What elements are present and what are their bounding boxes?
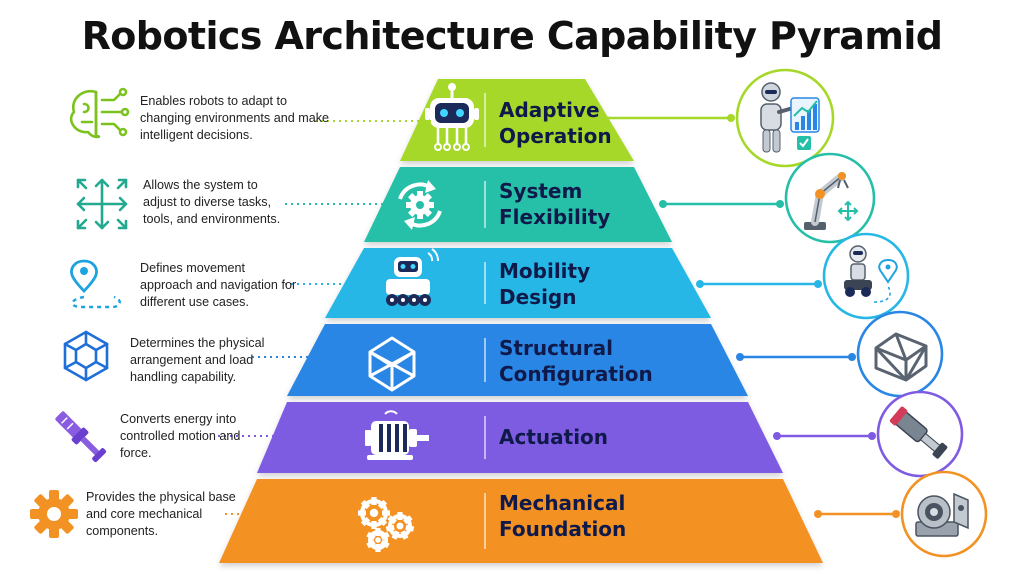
connector-dot [598,114,606,122]
layer-label-actuation: Actuation [499,425,609,449]
illustration-circle [784,152,876,244]
linear-actuator-illustration [889,406,948,459]
brain-circuit-icon [69,87,130,139]
layer-description-actuation: Converts energy into controlled motion a… [120,412,241,460]
layer-description-mobility: Defines movement approach and navigation… [140,261,297,309]
connector-dot [848,353,856,361]
connector-dot [696,280,704,288]
layer-label-adaptive: Adaptive Operation [499,98,612,148]
connector-dot [892,510,900,518]
gears-icon [358,497,415,552]
connector-dot [736,353,744,361]
connector-dot [814,510,822,518]
connector-dot [727,114,735,122]
layer-description-mechanical: Provides the physical base and core mech… [86,490,236,538]
layer-description-adaptive: Enables robots to adapt to changing envi… [140,94,330,142]
layer-label-mobility: Mobility Design [499,259,591,309]
four-arrows-icon [76,178,128,230]
page-title: Robotics Architecture Capability Pyramid [81,14,943,58]
actuator-piston-icon [55,411,107,463]
hexagon-cube-icon [63,330,109,382]
connector-dot [868,432,876,440]
rover-robot-illustration [844,245,898,303]
layer-label-mechanical: Mechanical Foundation [499,491,627,541]
gear-icon [30,490,78,538]
band-system-flexibility [364,167,672,242]
frame-cube-icon [368,336,416,392]
connector-dot [776,200,784,208]
connector-dot [659,200,667,208]
connector-dot [814,280,822,288]
map-pin-path-icon [70,259,121,309]
robotic-arm-illustration [804,172,859,230]
electric-motor-icon [365,410,429,460]
band-structural-configuration [287,324,748,396]
robot-analytics-illustration [760,82,820,153]
robot-head-icon [425,83,479,151]
layer-description-structural: Determines the physical arrangement and … [130,336,265,384]
layer-label-flexibility: System Flexibility [499,179,611,229]
connector-dot [773,432,781,440]
layer-description-flexibility: Allows the system to adjust to diverse t… [143,178,281,226]
illustration-circle [856,310,944,398]
illustration-circle [822,232,910,320]
bearing-block-illustration [915,492,969,537]
layer-label-structural: Structural Configuration [499,336,653,386]
mobile-robot-icon [386,248,439,306]
truss-frame-illustration [874,332,928,382]
